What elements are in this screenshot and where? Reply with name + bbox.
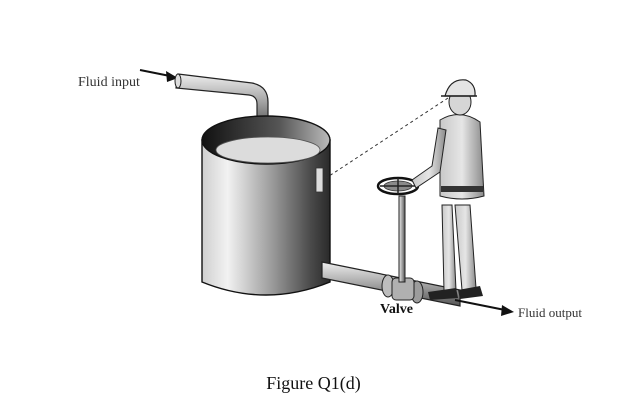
operator-figure — [411, 79, 485, 300]
valve-handwheel — [376, 176, 420, 283]
output-pipe — [321, 261, 461, 307]
figure-caption: Figure Q1(d) — [266, 373, 361, 393]
sight-line — [322, 97, 449, 181]
fluid-input-label: Fluid input — [78, 75, 140, 90]
valve-label: Valve — [380, 302, 413, 317]
fluid-output-arrow — [454, 299, 514, 316]
level-gauge — [315, 167, 324, 193]
fluid-output-label: Fluid output — [518, 305, 582, 320]
fluid-input-arrow — [139, 69, 178, 82]
tank — [201, 115, 331, 296]
